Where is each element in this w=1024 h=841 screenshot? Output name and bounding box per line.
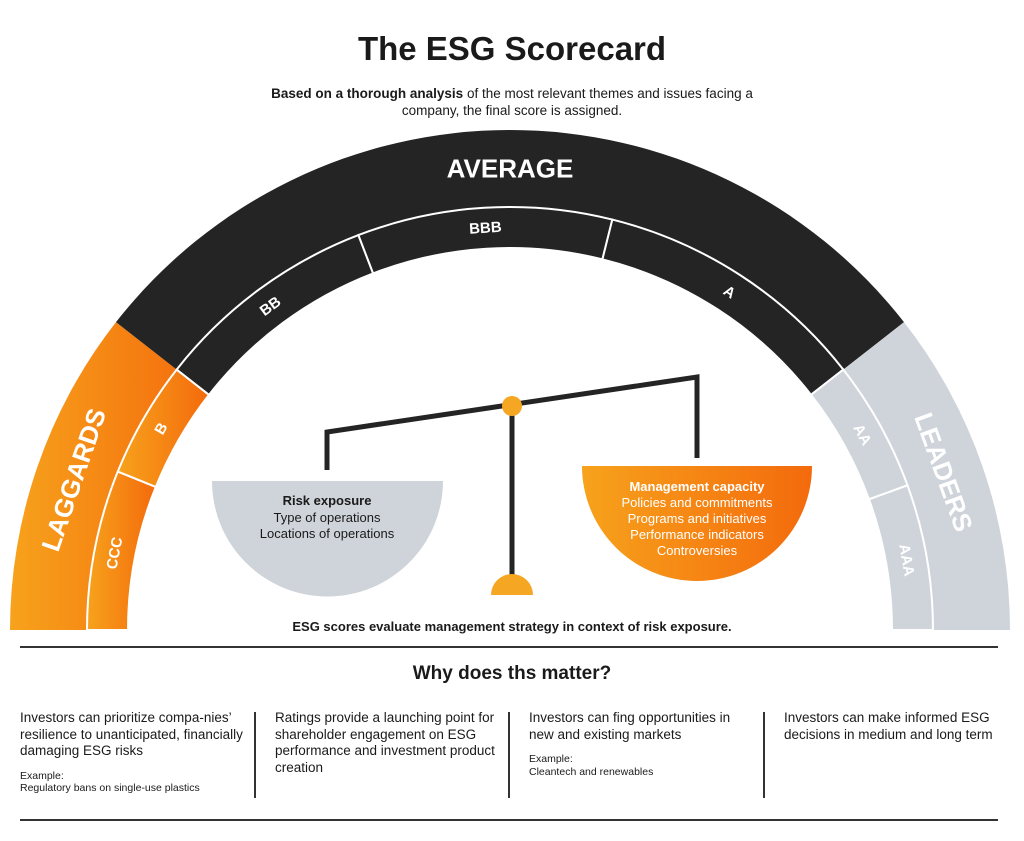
left-pan-line: Locations of operations — [260, 526, 395, 541]
divider-bottom — [20, 819, 998, 821]
balance-scale: Risk exposure Type of operations Locatio… — [212, 374, 812, 597]
left-pan — [212, 481, 443, 597]
subtitle-bold: Based on a thorough analysis — [271, 86, 464, 101]
average-label: AVERAGE — [447, 154, 574, 184]
page-subtitle: Based on a thorough analysis of the most… — [262, 85, 762, 119]
footer-note: ESG scores evaluate management strategy … — [292, 619, 732, 634]
why-text: Ratings provide a launching point for sh… — [275, 710, 495, 775]
right-pan-line: Policies and commitments — [622, 495, 773, 510]
example-text: Cleantech and renewables — [529, 765, 654, 778]
why-example: Example:Regulatory bans on single-use pl… — [20, 770, 246, 795]
why-example: Example:Cleantech and renewables — [529, 753, 755, 778]
example-label: Example: — [529, 753, 573, 765]
rating-label-CCC: CCC — [103, 535, 126, 570]
right-pan — [582, 466, 812, 581]
why-text: Investors can make informed ESG decision… — [784, 710, 993, 742]
column-divider — [254, 712, 256, 798]
gauge-segments — [10, 129, 1010, 631]
why-column: Ratings provide a launching point for sh… — [275, 710, 501, 776]
right-pan-line: Performance indicators — [630, 527, 764, 542]
right-pan-line: Programs and initiatives — [628, 511, 767, 526]
example-label: Example: — [20, 769, 64, 782]
subtitle-rest: of the most relevant themes and issues f… — [401, 86, 753, 118]
example-text: Regulatory bans on single-use plastics — [20, 782, 200, 794]
why-column: Investors can make informed ESG decision… — [784, 710, 1010, 743]
why-title: Why does ths matter? — [412, 663, 612, 684]
rating-label-AAA: AAA — [895, 543, 917, 578]
left-pan-line: Type of operations — [274, 510, 381, 525]
rating-label-BBB: BBB — [469, 219, 503, 238]
column-divider — [508, 712, 510, 798]
why-text: Investors can fing opportunities in new … — [529, 710, 731, 742]
scale-base — [491, 574, 533, 595]
why-column: Investors can prioritize compa-nies’ res… — [20, 710, 246, 795]
column-divider — [763, 712, 765, 798]
divider-top — [20, 646, 998, 648]
scale-pivot — [502, 396, 522, 416]
page-title: The ESG Scorecard — [357, 30, 667, 67]
left-pan-title: Risk exposure — [283, 493, 372, 508]
right-pan-title: Management capacity — [629, 479, 765, 494]
right-pan-line: Controversies — [657, 543, 738, 558]
rating-cell-AAA — [867, 484, 935, 631]
why-column: Investors can fing opportunities in new … — [529, 710, 755, 778]
why-text: Investors can prioritize compa-nies’ res… — [20, 710, 243, 758]
average-band — [115, 129, 905, 395]
